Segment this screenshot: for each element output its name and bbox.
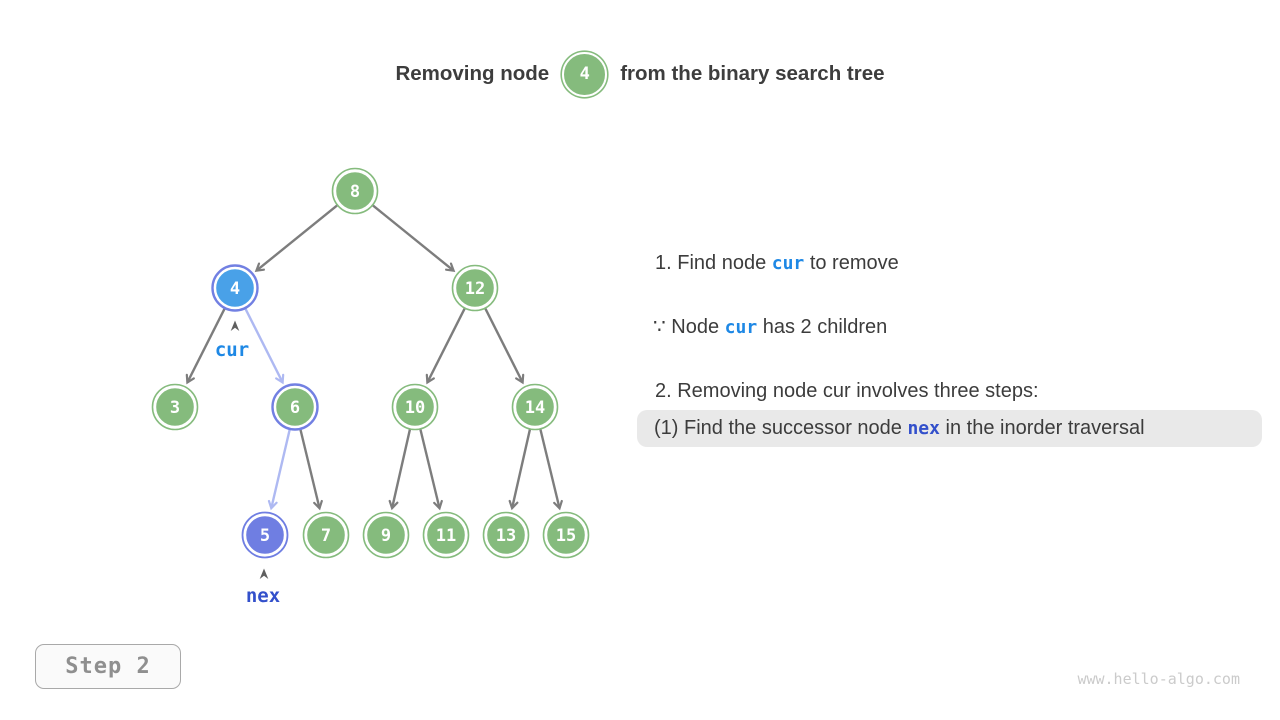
note-text: 1. Find node bbox=[655, 252, 772, 274]
tree-edge-10-11 bbox=[419, 429, 443, 511]
page-title: Removing node 4 from the binary search t… bbox=[0, 50, 1280, 98]
tree-node-10: 10 bbox=[391, 383, 439, 431]
tree-edge-4-6 bbox=[244, 307, 285, 385]
step-badge: Step 2 bbox=[35, 644, 181, 689]
tree-edge-8-12 bbox=[372, 204, 456, 273]
note-text: ∵ Node bbox=[653, 316, 725, 338]
title-suffix: from the binary search tree bbox=[620, 62, 885, 85]
tree-edge-14-15 bbox=[539, 429, 563, 511]
note-text: (1) Find the successor node bbox=[654, 417, 908, 439]
note-line-3: 2. Removing node cur involves three step… bbox=[655, 380, 1039, 403]
pointer-nex: nex bbox=[246, 568, 280, 607]
tree-node-value: 6 bbox=[290, 398, 300, 418]
title-node-value: 4 bbox=[579, 64, 590, 84]
tree-node-value: 12 bbox=[465, 279, 485, 299]
tree-edge-14-13 bbox=[508, 429, 532, 511]
tree-node-value: 13 bbox=[496, 526, 516, 546]
code-token-nex: nex bbox=[907, 418, 940, 439]
tree-node-5: 5 bbox=[241, 511, 289, 559]
tree-node-14: 14 bbox=[511, 383, 559, 431]
tree-node-value: 15 bbox=[556, 526, 576, 546]
tree-node-value: 7 bbox=[321, 526, 331, 546]
pointer-caret-icon bbox=[230, 320, 240, 331]
code-token-cur: cur bbox=[724, 317, 758, 338]
watermark: www.hello-algo.com bbox=[1077, 670, 1240, 688]
tree-node-value: 8 bbox=[350, 182, 360, 202]
tree-edge-6-7 bbox=[299, 429, 323, 511]
tree-edge-12-10 bbox=[425, 307, 466, 385]
tree-edge-8-4 bbox=[254, 204, 338, 273]
tree-edge-12-14 bbox=[484, 307, 525, 385]
tree-node-value: 9 bbox=[381, 526, 391, 546]
note-text: has 2 children bbox=[757, 316, 888, 338]
tree-node-3: 3 bbox=[151, 383, 199, 431]
tree-edge-6-5 bbox=[267, 429, 291, 511]
note-text: 2. Removing node cur involves three step… bbox=[655, 380, 1039, 402]
tree-node-9: 9 bbox=[362, 511, 410, 559]
note-line-2: ∵ Node cur has 2 children bbox=[653, 314, 887, 339]
tree-edge-10-9 bbox=[388, 429, 412, 511]
tree-node-4: 4 bbox=[211, 264, 259, 312]
pointer-cur: cur bbox=[215, 320, 249, 361]
tree-node-13: 13 bbox=[482, 511, 530, 559]
tree-node-7: 7 bbox=[302, 511, 350, 559]
tree-node-8: 8 bbox=[331, 167, 379, 215]
note-text: to remove bbox=[804, 252, 899, 274]
tree-node-value: 11 bbox=[436, 526, 456, 546]
pointer-label-cur: cur bbox=[215, 339, 249, 361]
title-prefix: Removing node bbox=[395, 62, 550, 85]
pointer-caret-icon bbox=[259, 568, 269, 579]
tree-node-value: 10 bbox=[405, 398, 425, 418]
tree-node-value: 4 bbox=[230, 279, 240, 299]
tree-node-15: 15 bbox=[542, 511, 590, 559]
note-text: in the inorder traversal bbox=[939, 417, 1145, 439]
tree-node-value: 14 bbox=[525, 398, 545, 418]
tree-node-6: 6 bbox=[271, 383, 319, 431]
note-line-1: 1. Find node cur to remove bbox=[655, 252, 899, 275]
pointer-label-nex: nex bbox=[246, 585, 280, 607]
tree-edge-4-3 bbox=[185, 307, 226, 385]
tree-node-12: 12 bbox=[451, 264, 499, 312]
tree-node-value: 3 bbox=[170, 398, 180, 418]
note-line-4-highlighted: (1) Find the successor node nex in the i… bbox=[637, 410, 1262, 447]
tree-node-11: 11 bbox=[422, 511, 470, 559]
tree-node-value: 5 bbox=[260, 526, 270, 546]
title-node-circle: 4 bbox=[562, 51, 608, 97]
code-token-cur: cur bbox=[771, 253, 805, 274]
